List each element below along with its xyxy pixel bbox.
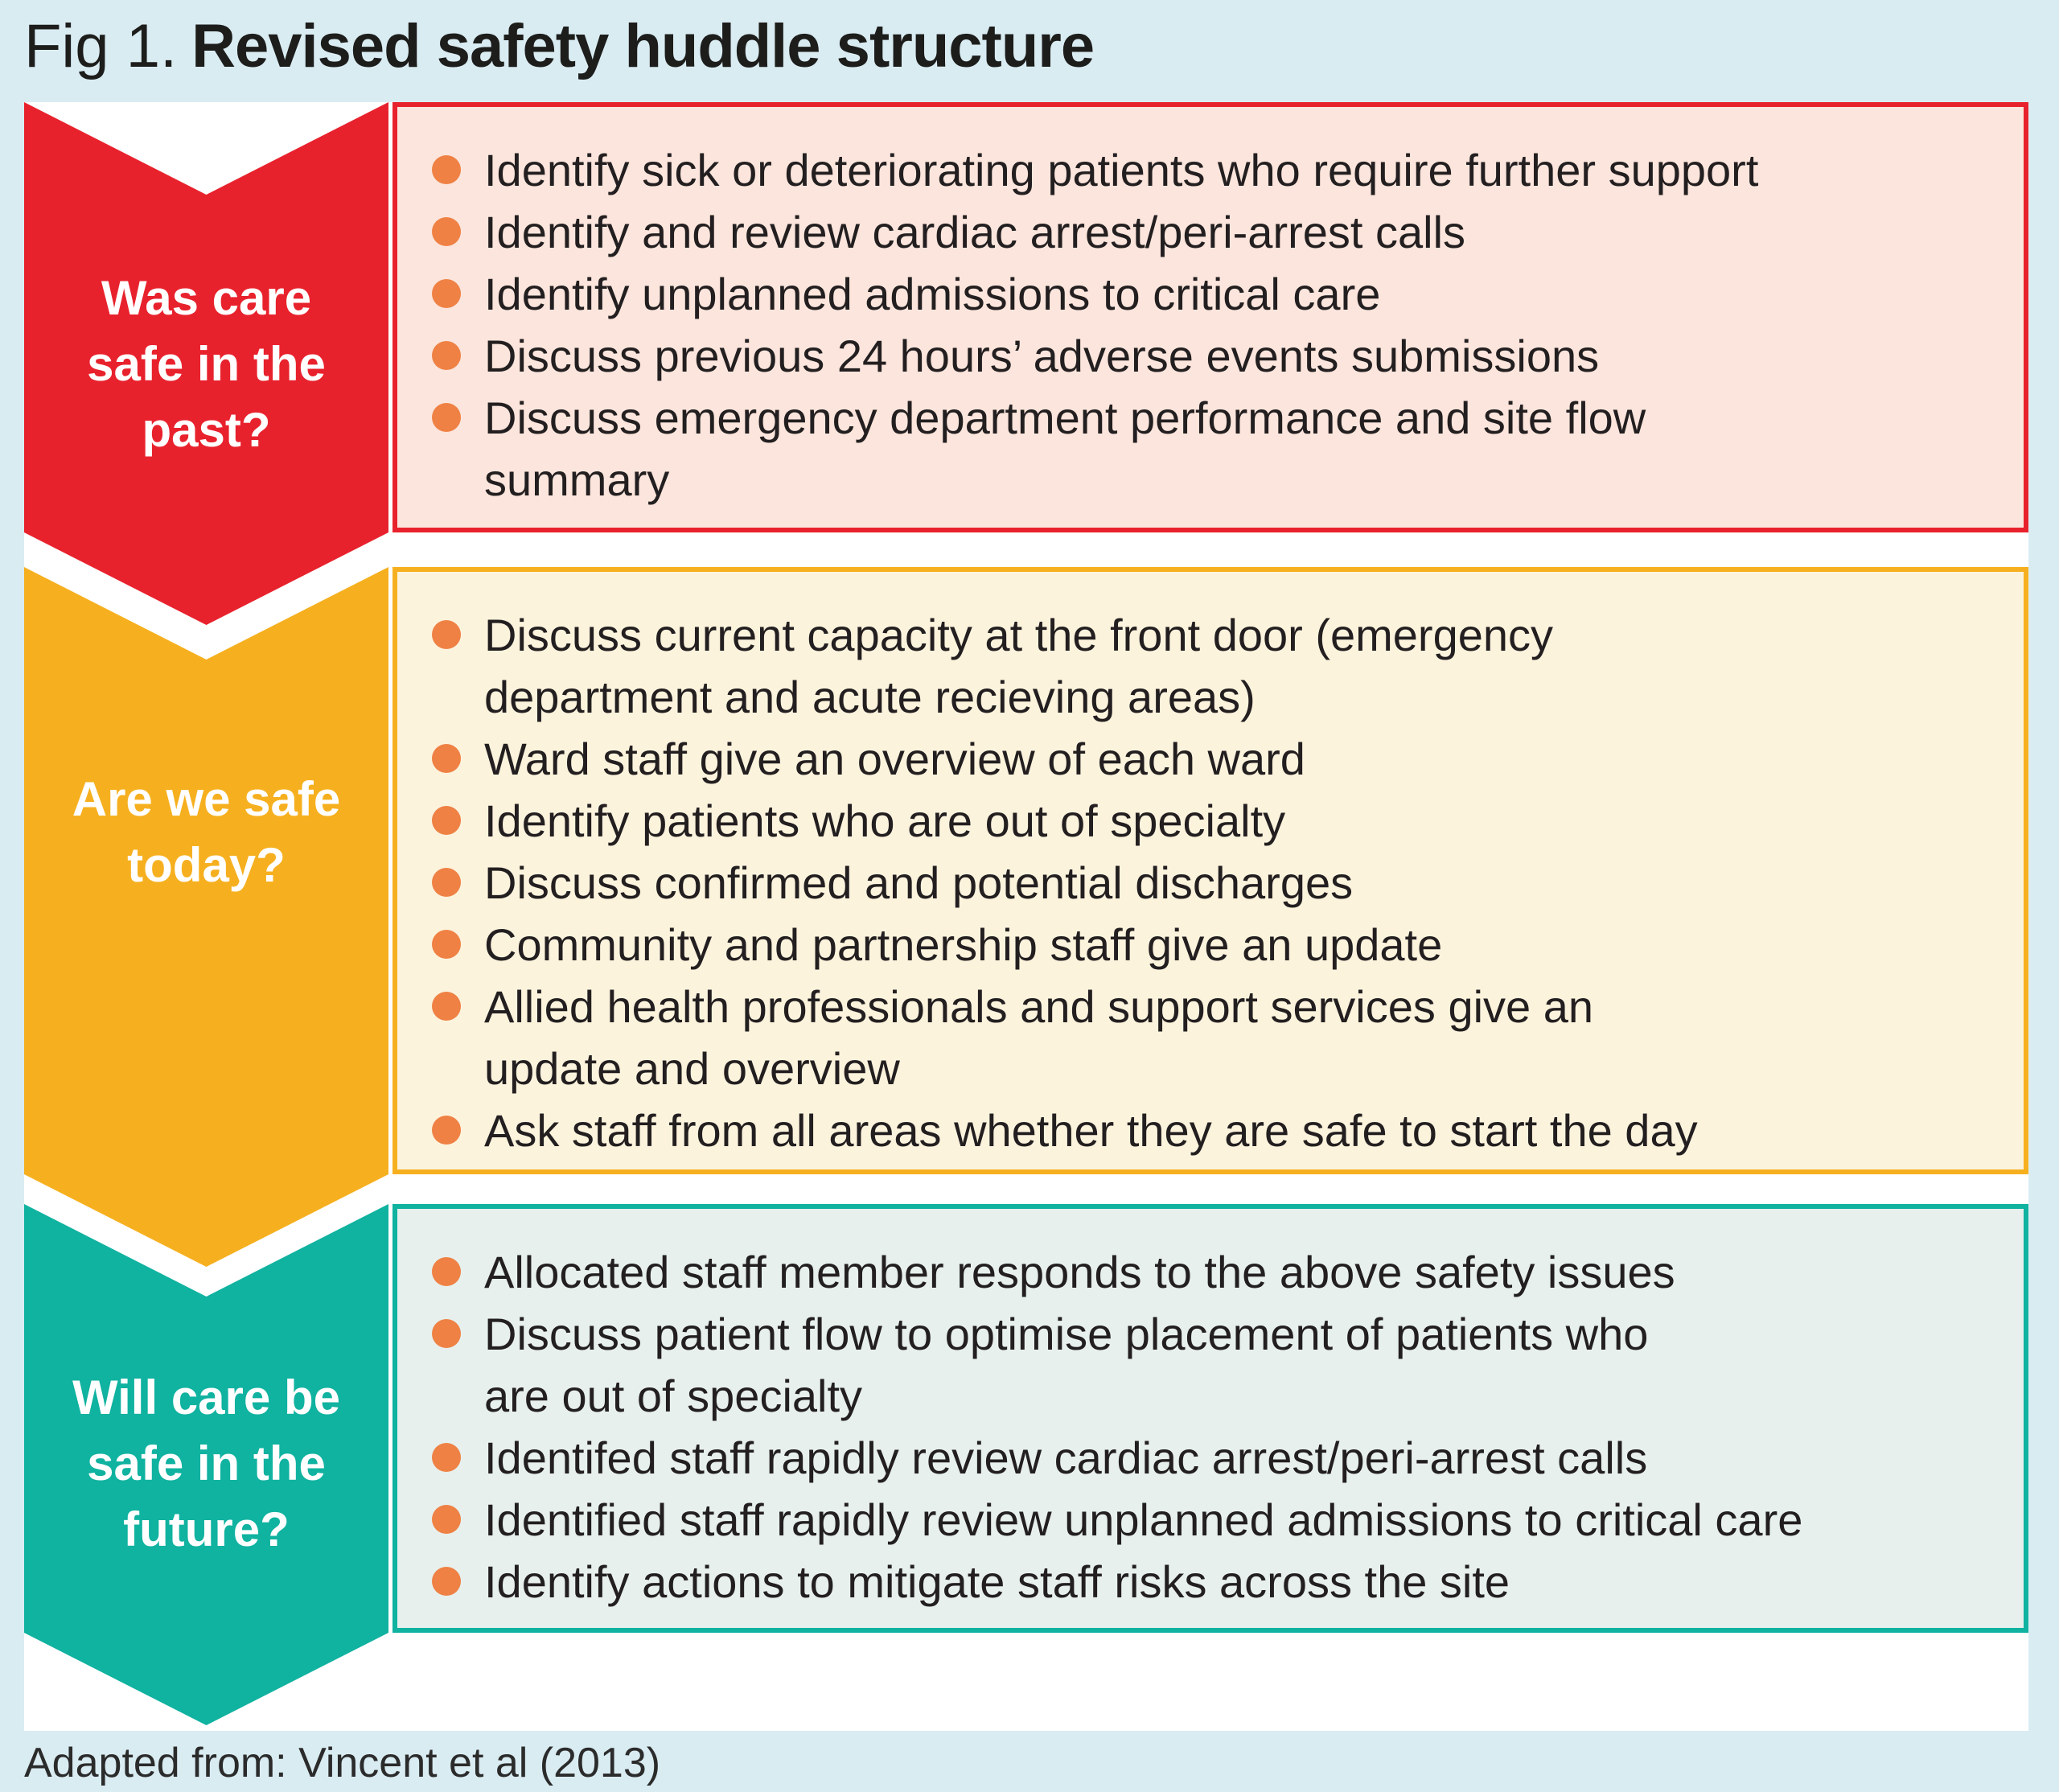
action-item: Identify and review cardiac arrest/peri-… <box>397 201 2016 263</box>
figure-number: Fig 1. <box>24 12 178 80</box>
action-item: Identify patients who are out of special… <box>397 790 2016 852</box>
bullet-dot-icon <box>432 403 461 432</box>
bullet-dot-icon <box>432 1257 461 1286</box>
actions-list: Discuss current capacity at the front do… <box>397 572 2024 1161</box>
action-item: Ward staff give an overview of each ward <box>397 728 2016 790</box>
bullet-dot-icon <box>432 1116 461 1145</box>
action-item: Identify sick or deteriorating patients … <box>397 139 2016 201</box>
action-item: Ask staff from all areas whether they ar… <box>397 1099 2016 1161</box>
bullet-dot-icon <box>432 620 461 649</box>
action-item: Allocated staff member responds to the a… <box>397 1241 2016 1303</box>
figure-title-text: Revised safety huddle structure <box>191 12 1095 80</box>
actions-list: Identify sick or deteriorating patients … <box>397 107 2024 511</box>
bullet-dot-icon <box>432 1505 461 1534</box>
question-label: Will care be safe in the future? <box>72 1371 340 1556</box>
action-item: Identify actions to mitigate staff risks… <box>397 1551 2016 1613</box>
actions-box: Identify sick or deteriorating patients … <box>392 102 2028 532</box>
action-item: Identified staff rapidly review unplanne… <box>397 1489 2016 1551</box>
question-label: Was care safe in the past? <box>87 271 326 457</box>
question-chevron: Are we safe today? <box>24 567 388 1267</box>
bullet-dot-icon <box>432 1443 461 1472</box>
source-caption: Adapted from: Vincent et al (2013) <box>24 1740 661 1786</box>
action-item: Discuss emergency department performance… <box>397 387 2016 511</box>
figure-title: Fig 1.Revised safety huddle structure <box>24 5 1095 88</box>
bullet-dot-icon <box>432 1567 461 1596</box>
question-chevron: Was care safe in the past? <box>24 102 388 625</box>
bullet-dot-icon <box>432 744 461 773</box>
action-item: Discuss patient flow to optimise placeme… <box>397 1303 2016 1427</box>
action-item: Discuss previous 24 hours’ adverse event… <box>397 325 2016 387</box>
action-item: Identifed staff rapidly review cardiac a… <box>397 1427 2016 1489</box>
question-label: Are we safe today? <box>72 772 341 892</box>
actions-box: Discuss current capacity at the front do… <box>392 567 2028 1174</box>
action-item: Allied health professionals and support … <box>397 976 2016 1099</box>
bullet-dot-icon <box>432 1319 461 1348</box>
bullet-dot-icon <box>432 217 461 246</box>
chevron-arrow-shape <box>24 567 388 1267</box>
actions-box: Allocated staff member responds to the a… <box>392 1204 2028 1633</box>
action-item: Identify unplanned admissions to critica… <box>397 263 2016 325</box>
action-item: Discuss current capacity at the front do… <box>397 604 2016 728</box>
bullet-dot-icon <box>432 806 461 835</box>
action-item: Community and partnership staff give an … <box>397 914 2016 976</box>
bullet-dot-icon <box>432 155 461 184</box>
bullet-dot-icon <box>432 992 461 1021</box>
bullet-dot-icon <box>432 279 461 308</box>
question-chevron: Will care be safe in the future? <box>24 1204 388 1725</box>
bullet-dot-icon <box>432 868 461 897</box>
bullet-dot-icon <box>432 930 461 959</box>
bullet-dot-icon <box>432 341 461 370</box>
action-item: Discuss confirmed and potential discharg… <box>397 852 2016 914</box>
actions-list: Allocated staff member responds to the a… <box>397 1209 2024 1613</box>
